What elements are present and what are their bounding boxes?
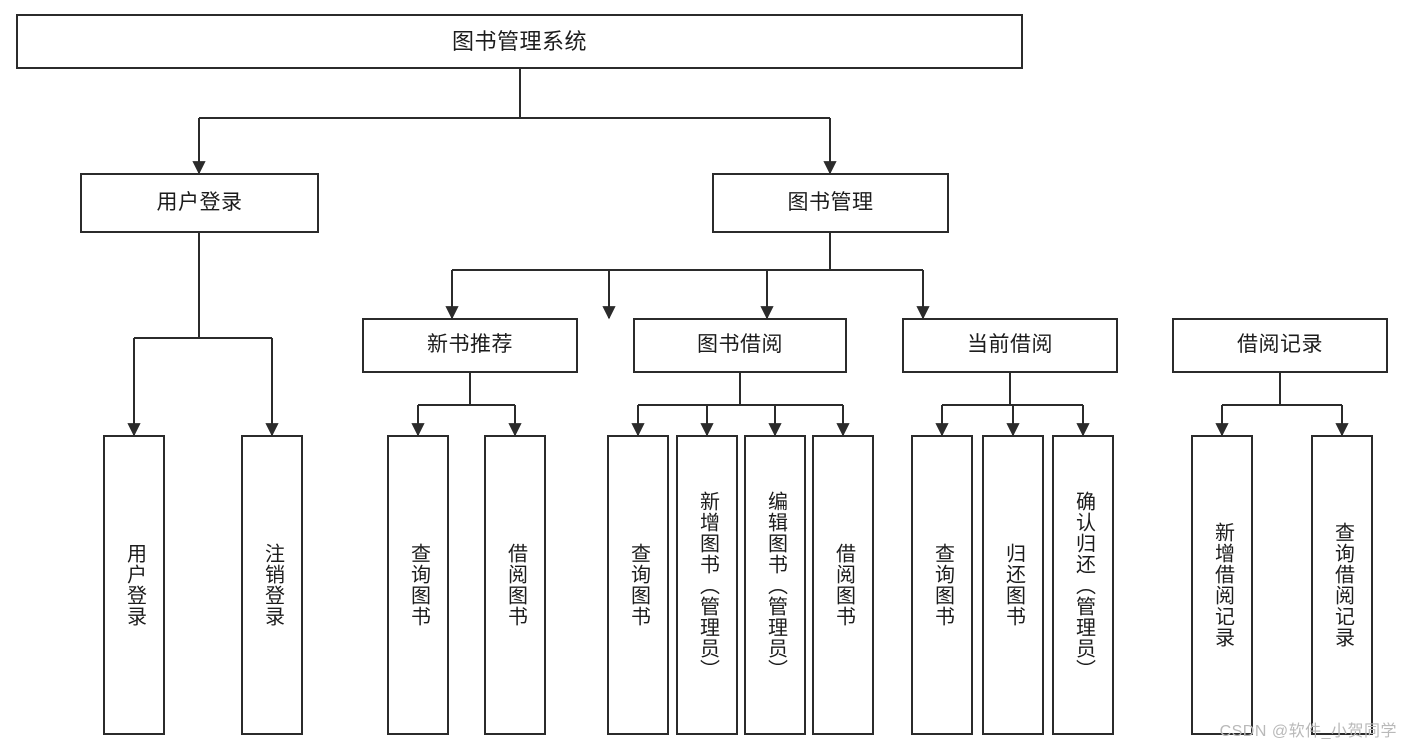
node-leaf-edit-book[interactable]: 编辑图书（管理员） <box>744 435 806 735</box>
node-root[interactable]: 图书管理系统 <box>16 14 1023 69</box>
node-label: 注销登录 <box>261 543 284 627</box>
node-label: 图书管理系统 <box>451 28 587 54</box>
node-label: 借阅图书 <box>504 543 527 627</box>
node-user-login[interactable]: 用户登录 <box>80 173 319 233</box>
node-label: 查询图书 <box>627 543 650 627</box>
node-leaf-return[interactable]: 归还图书 <box>982 435 1044 735</box>
node-label: 当前借阅 <box>967 333 1053 357</box>
node-label: 归还图书 <box>1002 543 1025 627</box>
node-book-manage[interactable]: 图书管理 <box>712 173 949 233</box>
node-leaf-add-rec[interactable]: 新增借阅记录 <box>1191 435 1253 735</box>
node-leaf-borrow-1[interactable]: 借阅图书 <box>484 435 546 735</box>
node-label: 查询图书 <box>931 543 954 627</box>
node-book-borrow[interactable]: 图书借阅 <box>633 318 847 373</box>
node-leaf-add-book[interactable]: 新增图书（管理员） <box>676 435 738 735</box>
node-borrow-record[interactable]: 借阅记录 <box>1172 318 1388 373</box>
node-label: 确认归还（管理员） <box>1072 490 1095 680</box>
node-label: 查询图书 <box>407 543 430 627</box>
node-label: 新增图书（管理员） <box>696 490 719 680</box>
node-label: 图书管理 <box>787 190 874 214</box>
node-label: 用户登录 <box>123 543 146 627</box>
node-label: 编辑图书（管理员） <box>764 490 787 680</box>
node-label: 新增借阅记录 <box>1211 522 1234 648</box>
node-leaf-query-3[interactable]: 查询图书 <box>911 435 973 735</box>
node-label: 查询借阅记录 <box>1331 522 1354 648</box>
node-leaf-confirm[interactable]: 确认归还（管理员） <box>1052 435 1114 735</box>
node-leaf-query-1[interactable]: 查询图书 <box>387 435 449 735</box>
node-current-borrow[interactable]: 当前借阅 <box>902 318 1118 373</box>
node-label: 新书推荐 <box>427 333 513 357</box>
node-new-book-rec[interactable]: 新书推荐 <box>362 318 578 373</box>
node-label: 用户登录 <box>156 190 243 214</box>
node-leaf-borrow-2[interactable]: 借阅图书 <box>812 435 874 735</box>
node-leaf-logout[interactable]: 注销登录 <box>241 435 303 735</box>
node-label: 借阅记录 <box>1237 333 1323 357</box>
node-leaf-query-rec[interactable]: 查询借阅记录 <box>1311 435 1373 735</box>
node-label: 借阅图书 <box>832 543 855 627</box>
node-leaf-query-2[interactable]: 查询图书 <box>607 435 669 735</box>
node-label: 图书借阅 <box>697 333 783 357</box>
node-leaf-user-login[interactable]: 用户登录 <box>103 435 165 735</box>
